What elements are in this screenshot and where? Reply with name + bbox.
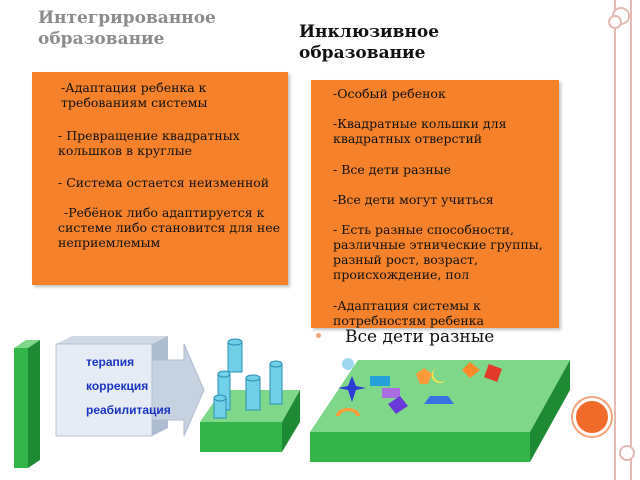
list-item: -Квадратные кольшки для квадратных отвер… bbox=[333, 116, 507, 146]
shape-sorter-board-icon bbox=[310, 358, 570, 462]
green-block-icon bbox=[14, 340, 40, 468]
decorative-orange-circle bbox=[573, 398, 611, 436]
arrow-label-therapy: терапия bbox=[86, 355, 134, 369]
decorative-circle bbox=[619, 445, 635, 461]
diamond-shape-icon bbox=[462, 362, 480, 378]
heading-inclusive-education: Инклюзивное образование bbox=[299, 22, 440, 63]
arrow-label-correction: коррекция bbox=[86, 379, 148, 393]
star-shape-icon bbox=[338, 376, 366, 402]
arrow-label-rehabilitation: реабилитация bbox=[86, 403, 171, 417]
parallelogram-shape-icon bbox=[424, 396, 454, 404]
heading-integrated-education: Интегрированное образование bbox=[38, 8, 216, 49]
list-item: - Превращение квадратных кольшков в круг… bbox=[58, 128, 240, 158]
list-item: -Все дети могут учиться bbox=[333, 192, 494, 207]
all-children-different-caption: Все дети разные bbox=[345, 327, 495, 347]
bullet-icon bbox=[316, 333, 321, 338]
integrated-education-box: -Адаптация ребенка к требованиям системы… bbox=[32, 72, 288, 285]
arch-shape-icon bbox=[336, 408, 360, 416]
moon-shape-icon bbox=[431, 368, 446, 384]
square-shape-icon bbox=[484, 364, 502, 382]
list-item: -Адаптация ребенка к требованиям системы bbox=[61, 80, 208, 110]
list-item: -Ребёнок либо адаптируется к системе либ… bbox=[58, 205, 281, 250]
list-item: -Адаптация системы к потребностям ребенк… bbox=[333, 298, 484, 328]
inclusive-education-box: -Особый ребенок -Квадратные кольшки для … bbox=[311, 80, 559, 328]
education-illustration: терапия коррекция реабилитация bbox=[14, 336, 570, 468]
list-item: -Особый ребенок bbox=[333, 86, 446, 101]
arrow-icon: терапия коррекция реабилитация bbox=[55, 336, 205, 437]
decorative-circle bbox=[608, 15, 622, 29]
list-item: - Все дети разные bbox=[333, 162, 452, 177]
rectangle-shape-icon bbox=[382, 388, 400, 398]
pentagon-shape-icon bbox=[416, 368, 432, 384]
rectangle-shape-icon bbox=[370, 376, 390, 386]
list-item: - Есть разные способности, различные этн… bbox=[333, 222, 543, 282]
list-item: - Система остается неизменной bbox=[58, 175, 270, 190]
round-pegs-board-icon bbox=[200, 338, 300, 452]
slide-border-decoration bbox=[614, 0, 632, 480]
circle-shape-icon bbox=[342, 358, 354, 370]
hexagon-shape-icon bbox=[388, 396, 408, 414]
